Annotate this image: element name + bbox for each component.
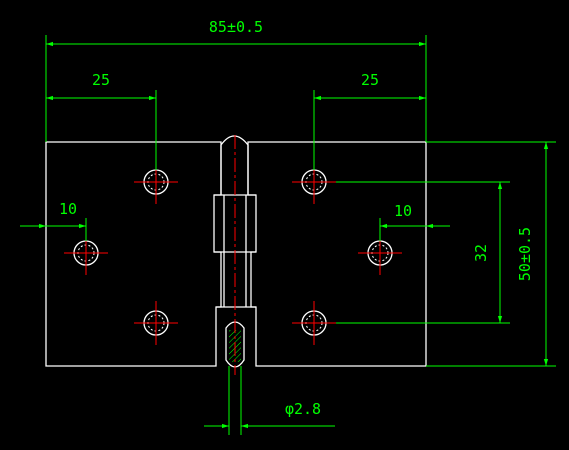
dim-pin-diameter-label: φ2.8 <box>285 400 321 418</box>
hole-left-bottom <box>134 301 178 345</box>
hole-right-bottom <box>292 301 336 345</box>
dim-overall-height-label: 50±0.5 <box>516 227 534 281</box>
dim-overall-width-label: 85±0.5 <box>209 18 263 36</box>
dim-right-edge-label: 10 <box>394 202 412 220</box>
left-leaf <box>45 141 222 367</box>
dim-right-offset-label: 25 <box>361 71 379 89</box>
dim-left-offset-label: 25 <box>92 71 110 89</box>
dim-hole-spacing-label: 32 <box>472 244 490 262</box>
dim-left-edge-label: 10 <box>59 200 77 218</box>
right-leaf <box>247 141 427 367</box>
hinge-knuckle <box>220 135 249 195</box>
dimension-labels: 85±0.5 25 25 10 10 32 50±0.5 φ2.8 <box>59 18 534 418</box>
mounting-holes <box>64 160 402 345</box>
pin-end-outline <box>225 321 245 368</box>
dimension-lines <box>20 35 556 435</box>
